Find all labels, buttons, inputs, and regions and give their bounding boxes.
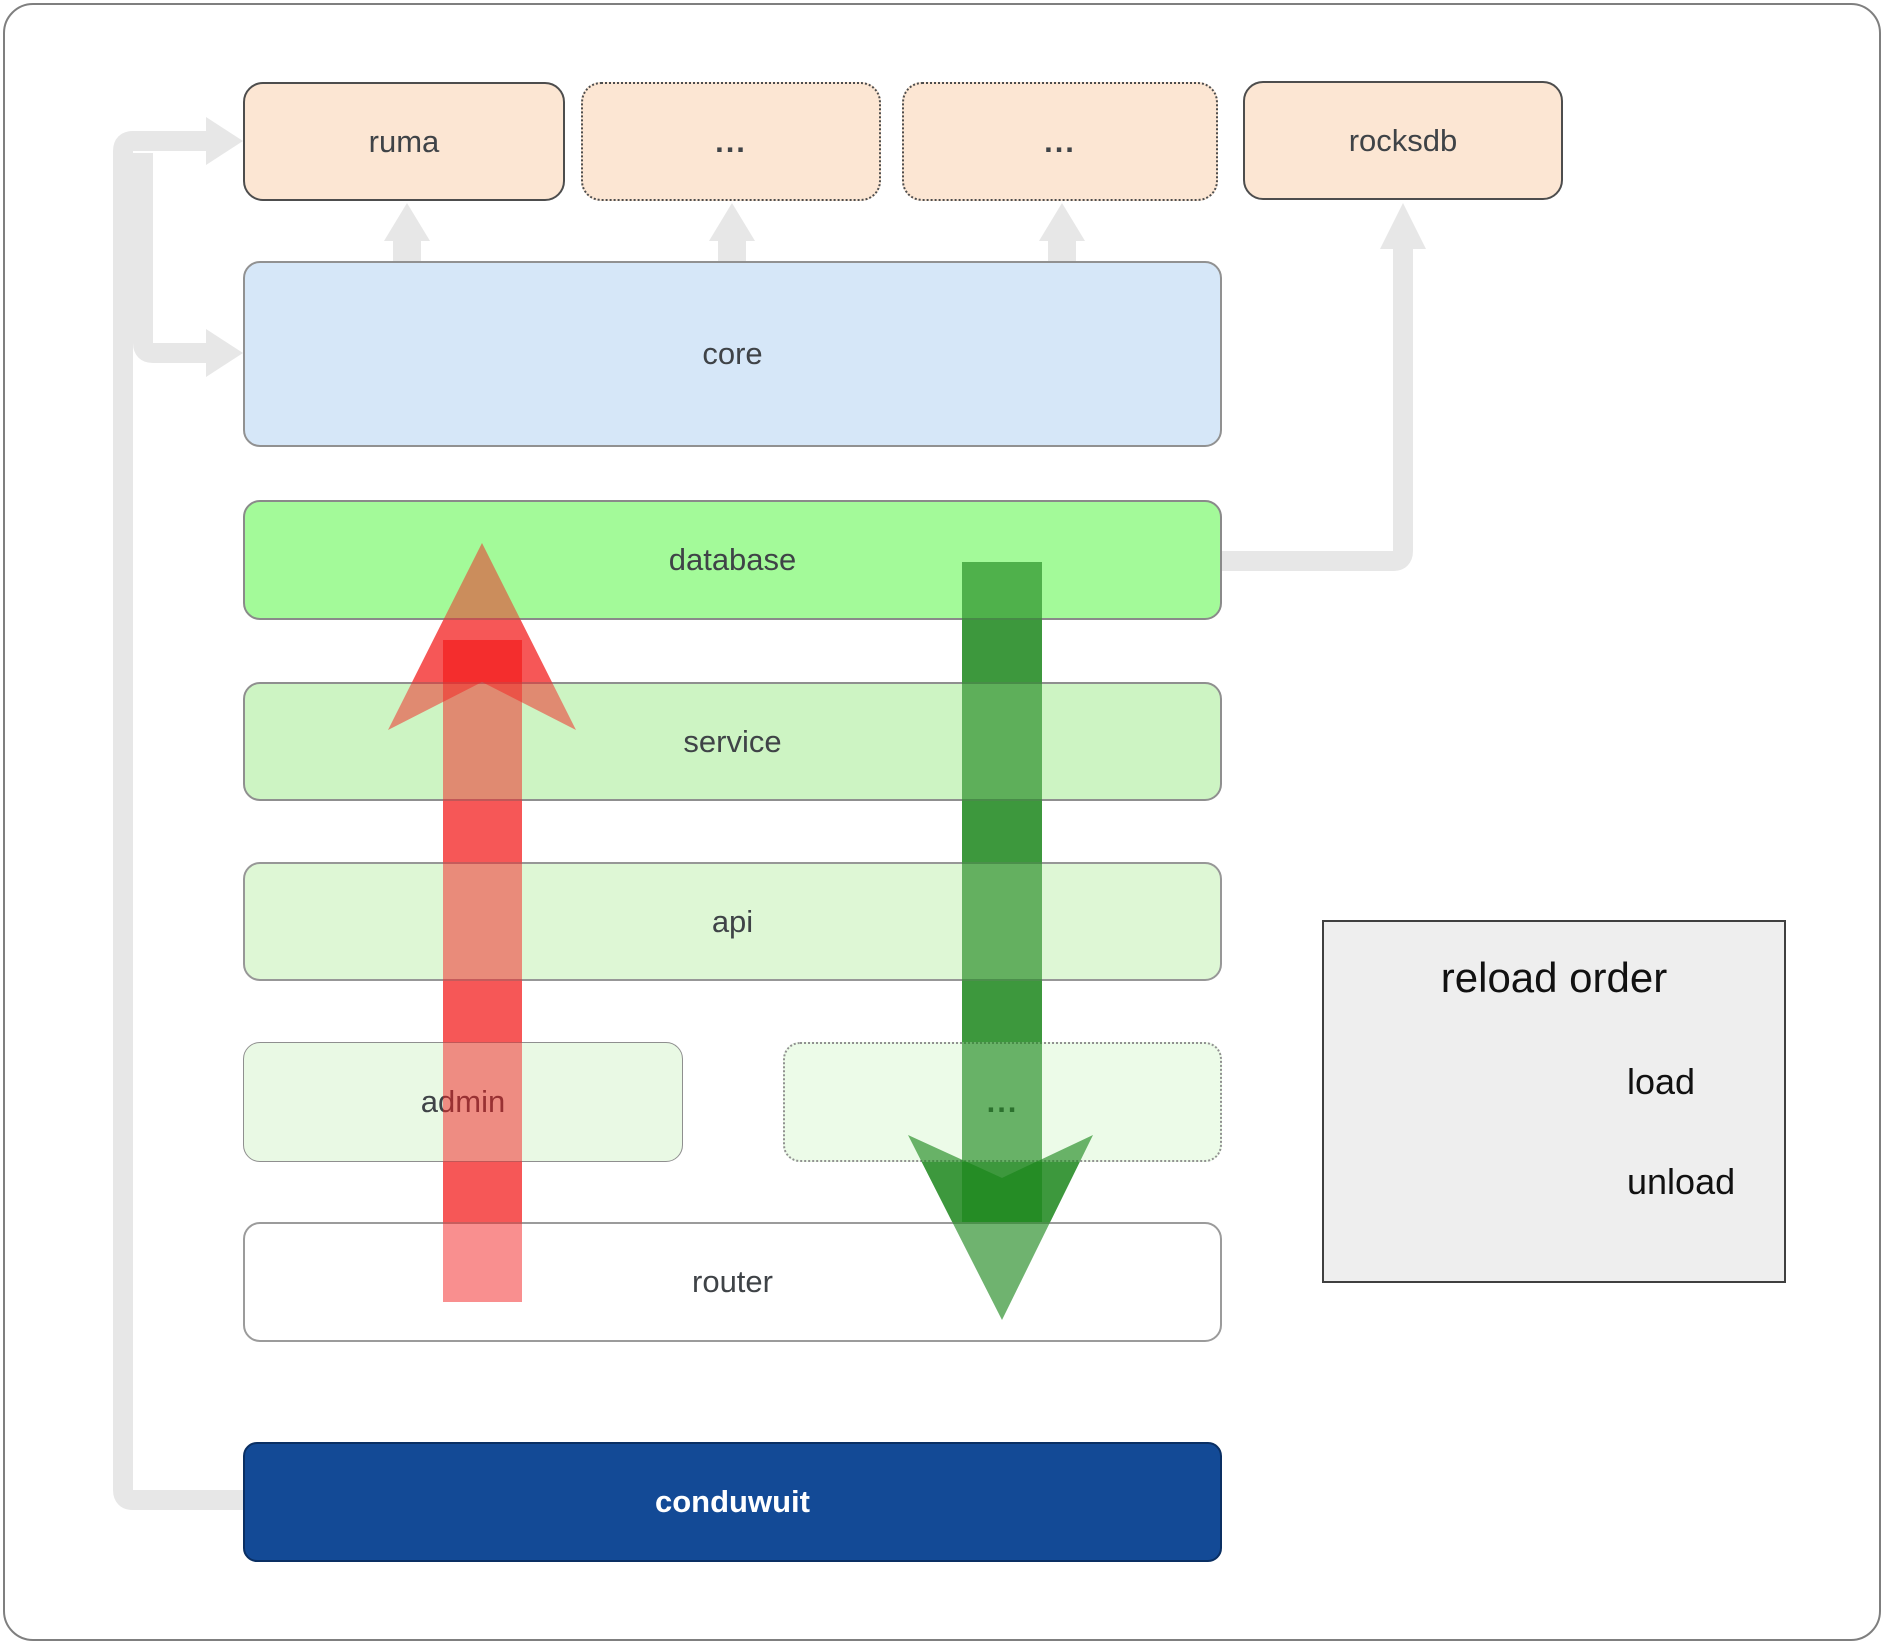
box-database-label: database bbox=[668, 542, 797, 577]
legend-item-load-label: load bbox=[1627, 1061, 1696, 1102]
box-core: core bbox=[243, 261, 1222, 447]
legend-title: reload order bbox=[1440, 954, 1668, 1001]
box-conduwuit: conduwuit bbox=[243, 1442, 1222, 1562]
box-ellipsis-mid-label: ... bbox=[986, 1084, 1019, 1119]
box-ellipsis-mid: ... bbox=[783, 1042, 1222, 1162]
box-ruma-label: ruma bbox=[368, 123, 440, 159]
diagram-frame bbox=[3, 3, 1881, 1641]
box-admin: admin bbox=[243, 1042, 683, 1162]
legend-item-unload-label: unload bbox=[1627, 1161, 1736, 1202]
box-api: api bbox=[243, 862, 1222, 981]
box-database: database bbox=[243, 500, 1222, 620]
box-rocksdb-label: rocksdb bbox=[1348, 122, 1458, 158]
box-router-label: router bbox=[692, 1264, 773, 1299]
box-admin-label: admin bbox=[420, 1084, 506, 1119]
box-router: router bbox=[243, 1222, 1222, 1342]
box-api-label: api bbox=[711, 903, 754, 939]
box-ellipsis-top-1-label: ... bbox=[715, 123, 747, 159]
box-ellipsis-top-2: ... bbox=[902, 82, 1218, 201]
box-core-label: core bbox=[702, 336, 763, 371]
box-rocksdb: rocksdb bbox=[1243, 81, 1563, 200]
box-ellipsis-top-2-label: ... bbox=[1044, 123, 1076, 159]
box-service-label: service bbox=[683, 723, 782, 759]
box-conduwuit-label: conduwuit bbox=[655, 1484, 810, 1519]
box-service: service bbox=[243, 682, 1222, 801]
legend-panel: reload order bbox=[1322, 920, 1786, 1283]
box-ruma: ruma bbox=[243, 82, 565, 201]
box-ellipsis-top-1: ... bbox=[581, 82, 881, 201]
